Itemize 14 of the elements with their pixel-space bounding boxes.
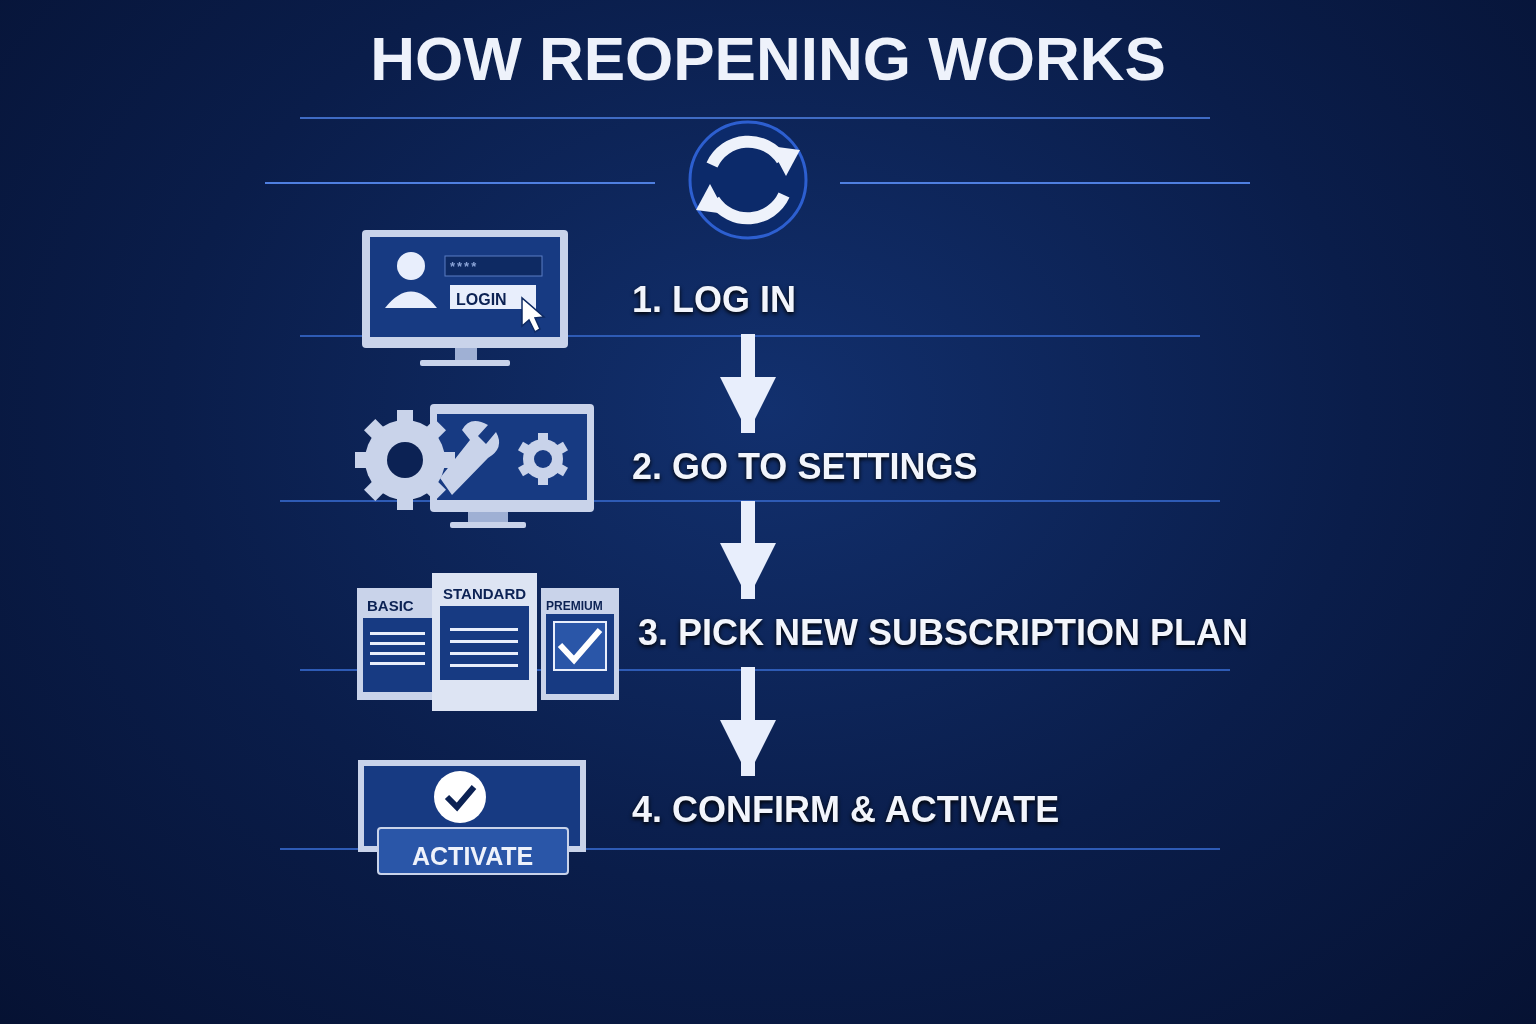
step-label: 3. PICK NEW SUBSCRIPTION PLAN [638,601,1249,665]
password-field-text: **** [450,258,479,276]
step-label: 4. CONFIRM & ACTIVATE [632,778,1060,842]
arrow [720,667,776,776]
login-button-text: LOGIN [456,290,507,310]
title: HOW REOPENING WORKS [369,28,1167,90]
step-label: 1. LOG IN [632,268,797,332]
plan-name: PREMIUM [546,598,603,615]
plan-name: STANDARD [443,584,527,604]
arrow [720,501,776,599]
arrow [720,334,776,433]
activate-button-text: ACTIVATE [412,841,534,872]
step-label: 2. GO TO SETTINGS [632,435,978,499]
plan-name: BASIC [367,596,414,616]
